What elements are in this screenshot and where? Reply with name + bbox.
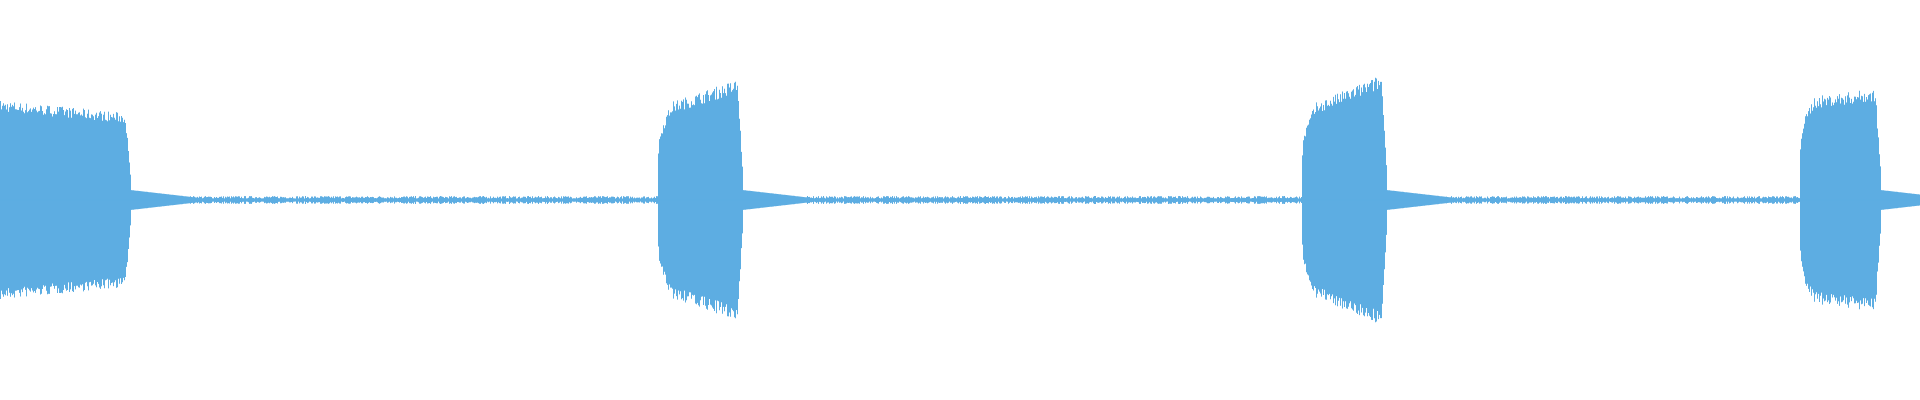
waveform-view[interactable] — [0, 0, 1920, 400]
audio-waveform[interactable] — [0, 0, 1920, 400]
